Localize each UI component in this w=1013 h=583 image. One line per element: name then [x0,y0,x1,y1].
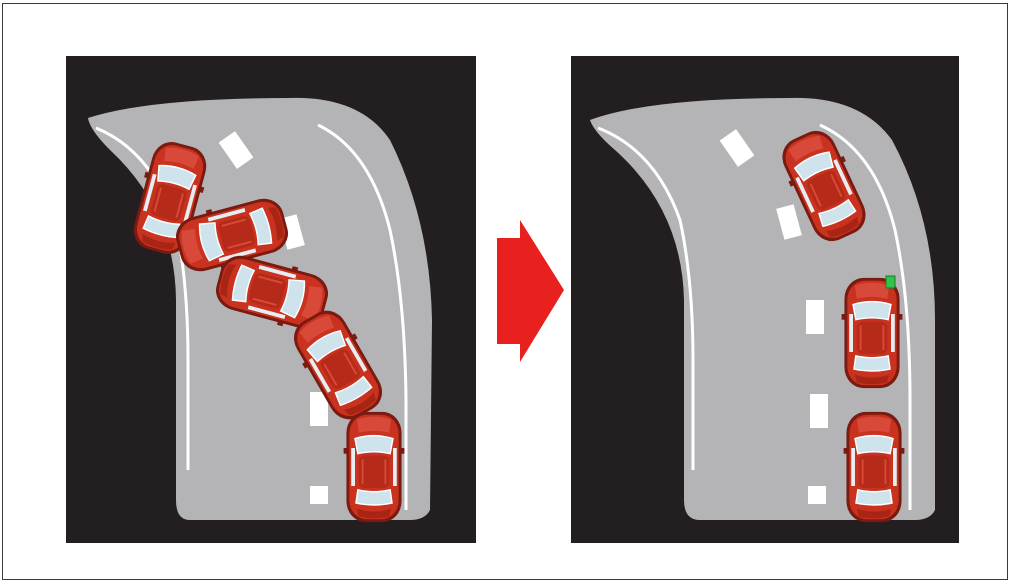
car-icon [842,278,903,388]
indicator-light-icon [886,276,895,288]
car-icon [344,412,405,522]
car-icon [844,412,905,522]
left-panel [66,56,476,543]
arrow-right-icon [497,220,564,362]
right-panel [571,56,959,543]
